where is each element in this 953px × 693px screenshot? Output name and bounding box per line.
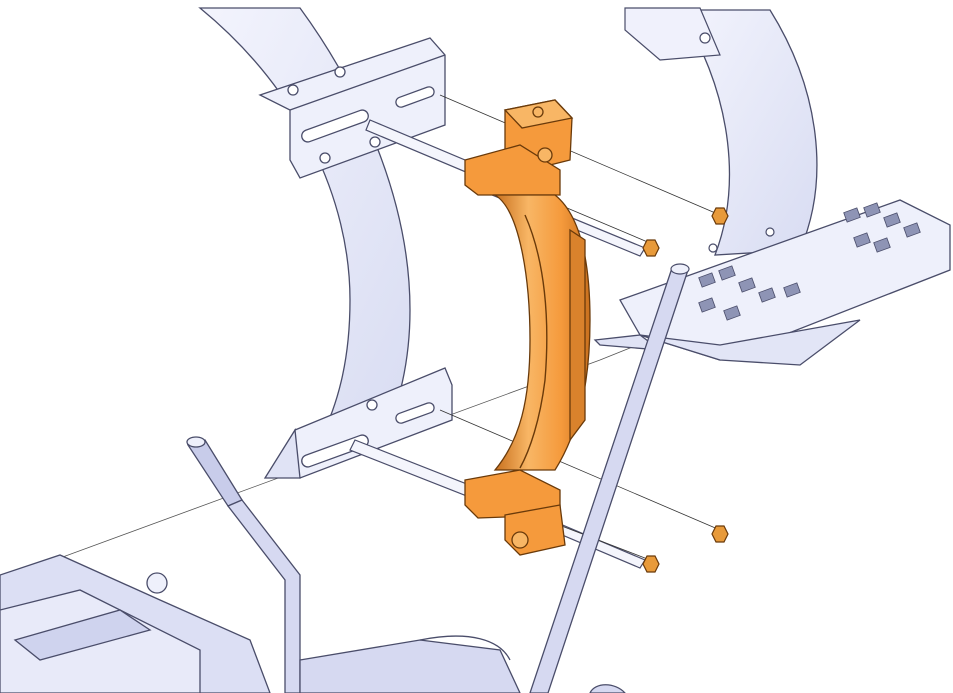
nut-lower-left — [642, 555, 660, 573]
nut-upper-left — [642, 239, 660, 257]
bracket-rib-2 — [569, 228, 586, 442]
lower-mount-plate — [263, 367, 453, 479]
bracket-upper-ear — [464, 144, 561, 196]
right-frame-hole-3 — [765, 227, 775, 237]
base-knob — [146, 572, 168, 594]
bracket-body — [492, 194, 591, 471]
bracket-side-nut — [537, 147, 553, 163]
right-frame-hole-2 — [708, 243, 718, 253]
highlighted-bracket — [464, 99, 591, 556]
bracket-bottom-nut — [511, 531, 529, 549]
lower-handle — [186, 436, 301, 693]
right-frame-bracket — [624, 7, 721, 61]
base-machinery — [0, 554, 626, 693]
bracket-top-nut — [532, 106, 544, 118]
upper-mount-plate — [258, 37, 446, 179]
nuts — [642, 207, 729, 573]
right-frame-hole — [699, 32, 711, 44]
diagonal-rod-cap — [670, 263, 690, 275]
nut-lower-right — [711, 525, 729, 543]
platform-grip-pattern — [698, 202, 921, 321]
nut-upper-right — [711, 207, 729, 225]
bracket-rib — [519, 214, 548, 469]
